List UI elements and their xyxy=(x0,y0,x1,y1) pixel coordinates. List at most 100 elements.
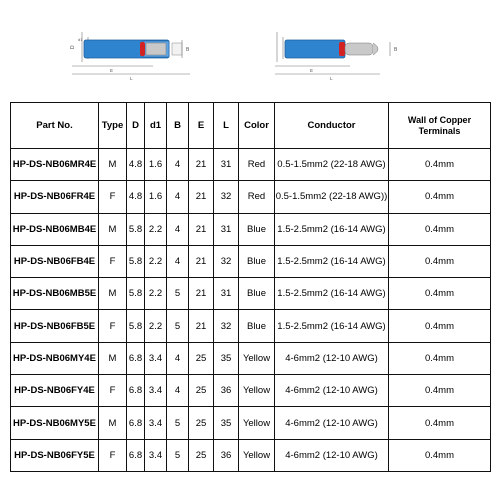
cell-color: Yellow xyxy=(238,438,275,472)
cell-conductor: 1.5-2.5mm2 (16-14 AWG) xyxy=(274,309,389,343)
svg-text:E: E xyxy=(310,68,313,73)
cell-type: F xyxy=(98,309,127,343)
svg-text:D: D xyxy=(70,45,76,49)
cell-type: F xyxy=(98,180,127,214)
cell-conductor: 4-6mm2 (12-10 AWG) xyxy=(274,406,389,440)
cell-b: 4 xyxy=(166,341,189,376)
cell-d: 5.8 xyxy=(126,309,145,343)
cell-d1: 2.2 xyxy=(144,277,167,311)
cell-type: F xyxy=(98,244,127,279)
cell-wall: 0.4mm xyxy=(388,341,491,376)
cell-d: 6.8 xyxy=(126,438,145,472)
cell-d: 6.8 xyxy=(126,406,145,440)
header-b: B xyxy=(166,102,189,149)
cell-e: 21 xyxy=(188,212,214,246)
cell-d1: 3.4 xyxy=(144,374,167,408)
cell-color: Yellow xyxy=(238,374,275,408)
cell-b: 5 xyxy=(166,438,189,472)
cell-part-no: HP-DS-NB06MB4E xyxy=(10,212,99,246)
cell-conductor: 1.5-2.5mm2 (16-14 AWG) xyxy=(274,244,389,279)
cell-wall: 0.4mm xyxy=(388,212,491,246)
cell-conductor: 0.5-1.5mm2 (22-18 AWG)) xyxy=(274,180,389,214)
cell-b: 4 xyxy=(166,147,189,182)
male-connector-diagram: B E L xyxy=(275,32,398,81)
cell-type: F xyxy=(98,438,127,472)
cell-e: 21 xyxy=(188,277,214,311)
cell-e: 25 xyxy=(188,406,214,440)
cell-l: 32 xyxy=(213,309,239,343)
cell-d: 6.8 xyxy=(126,341,145,376)
cell-type: M xyxy=(98,277,127,311)
header-l: L xyxy=(213,102,239,149)
cell-color: Blue xyxy=(238,244,275,279)
cell-l: 32 xyxy=(213,180,239,214)
cell-part-no: HP-DS-NB06MB5E xyxy=(10,277,99,311)
cell-d1: 1.6 xyxy=(144,147,167,182)
cell-d: 5.8 xyxy=(126,277,145,311)
cell-wall: 0.4mm xyxy=(388,438,491,472)
cell-e: 21 xyxy=(188,180,214,214)
cell-part-no: HP-DS-NB06FY4E xyxy=(10,374,99,408)
header-color: Color xyxy=(238,102,275,149)
cell-conductor: 1.5-2.5mm2 (16-14 AWG) xyxy=(274,212,389,246)
cell-wall: 0.4mm xyxy=(388,180,491,214)
cell-part-no: HP-DS-NB06FB4E xyxy=(10,244,99,279)
cell-e: 25 xyxy=(188,374,214,408)
cell-type: M xyxy=(98,406,127,440)
cell-d1: 2.2 xyxy=(144,244,167,279)
cell-color: Yellow xyxy=(238,341,275,376)
svg-text:E: E xyxy=(110,68,113,73)
header-type: Type xyxy=(98,102,127,149)
cell-type: F xyxy=(98,374,127,408)
header-row: Part No. Type D d1 B E L Color Conductor… xyxy=(10,102,491,149)
svg-text:d1: d1 xyxy=(78,37,83,42)
cell-wall: 0.4mm xyxy=(388,277,491,311)
female-connector-diagram: B D d1 E L xyxy=(70,32,190,81)
svg-text:L: L xyxy=(330,76,333,81)
specification-table: Part No. Type D d1 B E L Color Conductor… xyxy=(10,102,491,472)
cell-wall: 0.4mm xyxy=(388,374,491,408)
cell-conductor: 1.5-2.5mm2 (16-14 AWG) xyxy=(274,277,389,311)
cell-e: 21 xyxy=(188,244,214,279)
cell-d: 6.8 xyxy=(126,374,145,408)
cell-d1: 2.2 xyxy=(144,212,167,246)
svg-text:B: B xyxy=(186,47,190,53)
cell-l: 32 xyxy=(213,244,239,279)
cell-type: M xyxy=(98,212,127,246)
cell-b: 5 xyxy=(166,309,189,343)
cell-d: 4.8 xyxy=(126,180,145,214)
cell-wall: 0.4mm xyxy=(388,309,491,343)
cell-type: M xyxy=(98,147,127,182)
cell-conductor: 4-6mm2 (12-10 AWG) xyxy=(274,438,389,472)
header-part-no: Part No. xyxy=(10,102,99,149)
cell-l: 36 xyxy=(213,374,239,408)
header-wall: Wall of Copper Terminals xyxy=(388,102,491,149)
cell-color: Blue xyxy=(238,277,275,311)
cell-e: 25 xyxy=(188,438,214,472)
cell-part-no: HP-DS-NB06FY5E xyxy=(10,438,99,472)
cell-l: 35 xyxy=(213,341,239,376)
cell-color: Yellow xyxy=(238,406,275,440)
cell-b: 4 xyxy=(166,212,189,246)
cell-wall: 0.4mm xyxy=(388,406,491,440)
cell-d1: 3.4 xyxy=(144,438,167,472)
cell-b: 4 xyxy=(166,180,189,214)
cell-d: 5.8 xyxy=(126,212,145,246)
cell-conductor: 4-6mm2 (12-10 AWG) xyxy=(274,374,389,408)
cell-color: Red xyxy=(238,147,275,182)
cell-color: Red xyxy=(238,180,275,214)
cell-d1: 2.2 xyxy=(144,309,167,343)
cell-e: 21 xyxy=(188,147,214,182)
cell-part-no: HP-DS-NB06MR4E xyxy=(10,147,99,182)
cell-d1: 3.4 xyxy=(144,406,167,440)
cell-part-no: HP-DS-NB06FB5E xyxy=(10,309,99,343)
